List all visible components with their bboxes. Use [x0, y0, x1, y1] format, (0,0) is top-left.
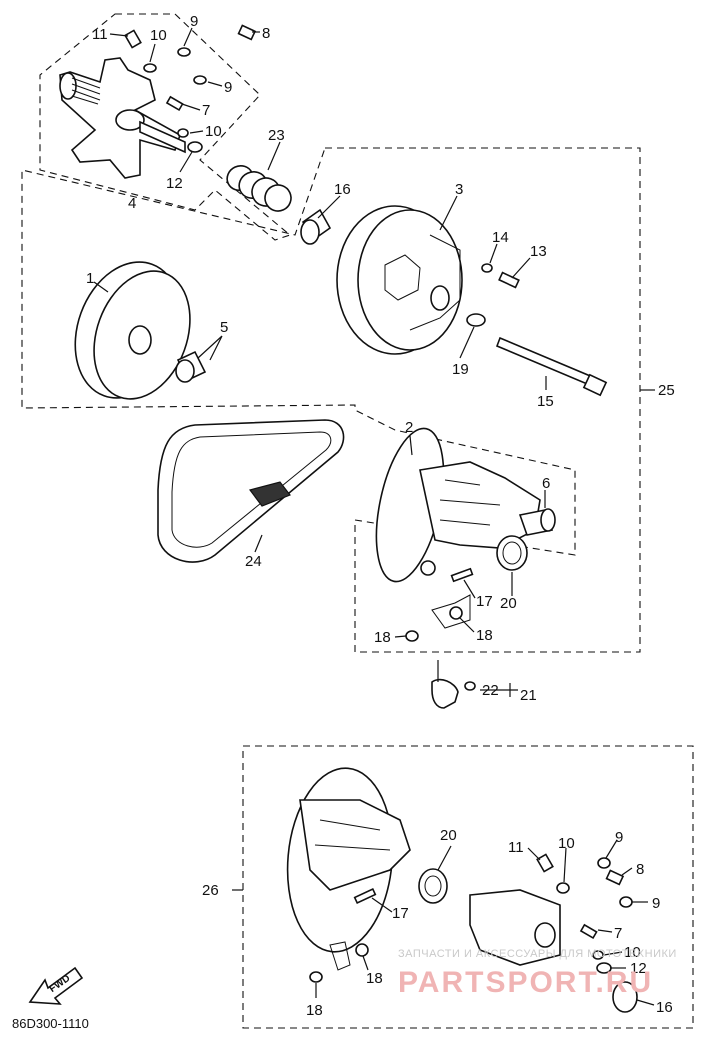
watermark-top-text: ЗАПЧАСТИ И АКСЕССУАРЫ ДЛЯ МОТОТЕХНИКИ: [398, 948, 677, 960]
callout-16: 16: [334, 181, 351, 198]
pins-17-18-top: [405, 567, 474, 642]
leader-lines: [93, 27, 655, 1006]
callout-2: 2: [405, 419, 413, 436]
callout-18: 18: [366, 970, 383, 987]
callout-9: 9: [615, 829, 623, 846]
bushing-part-20-top: [496, 535, 528, 571]
sheave-cover-part-3: [336, 205, 463, 355]
callout-16: 16: [656, 999, 673, 1016]
callout-8: 8: [636, 861, 644, 878]
top-hardware: [124, 24, 257, 153]
fixed-sheave-part-1: [74, 261, 191, 400]
drive-belt-part-24: [157, 419, 345, 563]
bushing-part-16-top: [300, 208, 332, 245]
callout-7: 7: [202, 102, 210, 119]
callout-12: 12: [630, 960, 647, 977]
callout-9: 9: [190, 13, 198, 30]
collar-part-6: [518, 508, 556, 536]
callout-11: 11: [92, 26, 108, 43]
callout-3: 3: [455, 181, 463, 198]
callout-19: 19: [452, 361, 469, 378]
callout-17: 17: [476, 593, 493, 610]
watermark-logo: ЗАПЧАСТИ И АКСЕССУАРЫ ДЛЯ МОТОТЕХНИКИ PA…: [398, 948, 677, 999]
drawing-code: 86D300-1110: [12, 1016, 89, 1031]
callout-20: 20: [440, 827, 457, 844]
sheave-assembly-part-2: [375, 427, 541, 583]
callout-15: 15: [537, 393, 554, 410]
callout-6: 6: [542, 475, 550, 492]
callout-10: 10: [205, 123, 222, 140]
assembly-26-drawing: [286, 767, 638, 1013]
callout-23: 23: [268, 127, 285, 144]
callout-12: 12: [166, 175, 183, 192]
callout-18: 18: [306, 1002, 323, 1019]
callout-21: 21: [520, 687, 537, 704]
bushing-part-5: [175, 350, 207, 383]
callout-17: 17: [392, 905, 409, 922]
callout-labels: 11 10 9 8 9 7 10 12 4 23 16 3 14 13 1 5 …: [86, 13, 675, 1019]
callout-10: 10: [558, 835, 575, 852]
callout-25: 25: [658, 382, 675, 399]
callout-8: 8: [262, 25, 270, 42]
callout-5: 5: [220, 319, 228, 336]
callout-20: 20: [500, 595, 517, 612]
callout-24: 24: [245, 553, 262, 570]
watermark-brand-text: PARTSPORT.RU: [398, 966, 653, 999]
callout-13: 13: [530, 243, 547, 260]
assembly-frames: [21, 13, 694, 1029]
fwd-arrow-icon: FWD: [28, 966, 84, 1005]
weight-part-21: [431, 678, 476, 709]
callout-14: 14: [492, 229, 509, 246]
callout-18: 18: [374, 629, 391, 646]
callout-4: 4: [128, 195, 136, 212]
callout-7: 7: [614, 925, 622, 942]
callout-10: 10: [150, 27, 167, 44]
callout-11: 11: [508, 839, 524, 856]
callout-10: 10: [624, 944, 641, 961]
bolts-13-14-15-19: [466, 263, 608, 397]
callout-22: 22: [482, 682, 499, 699]
spider-shaft-part-4: [59, 57, 186, 179]
callout-26: 26: [202, 882, 219, 899]
spring-part-23: [226, 165, 292, 212]
callout-18: 18: [476, 627, 493, 644]
callout-9: 9: [652, 895, 660, 912]
callout-9: 9: [224, 79, 232, 96]
callout-1: 1: [86, 270, 94, 287]
